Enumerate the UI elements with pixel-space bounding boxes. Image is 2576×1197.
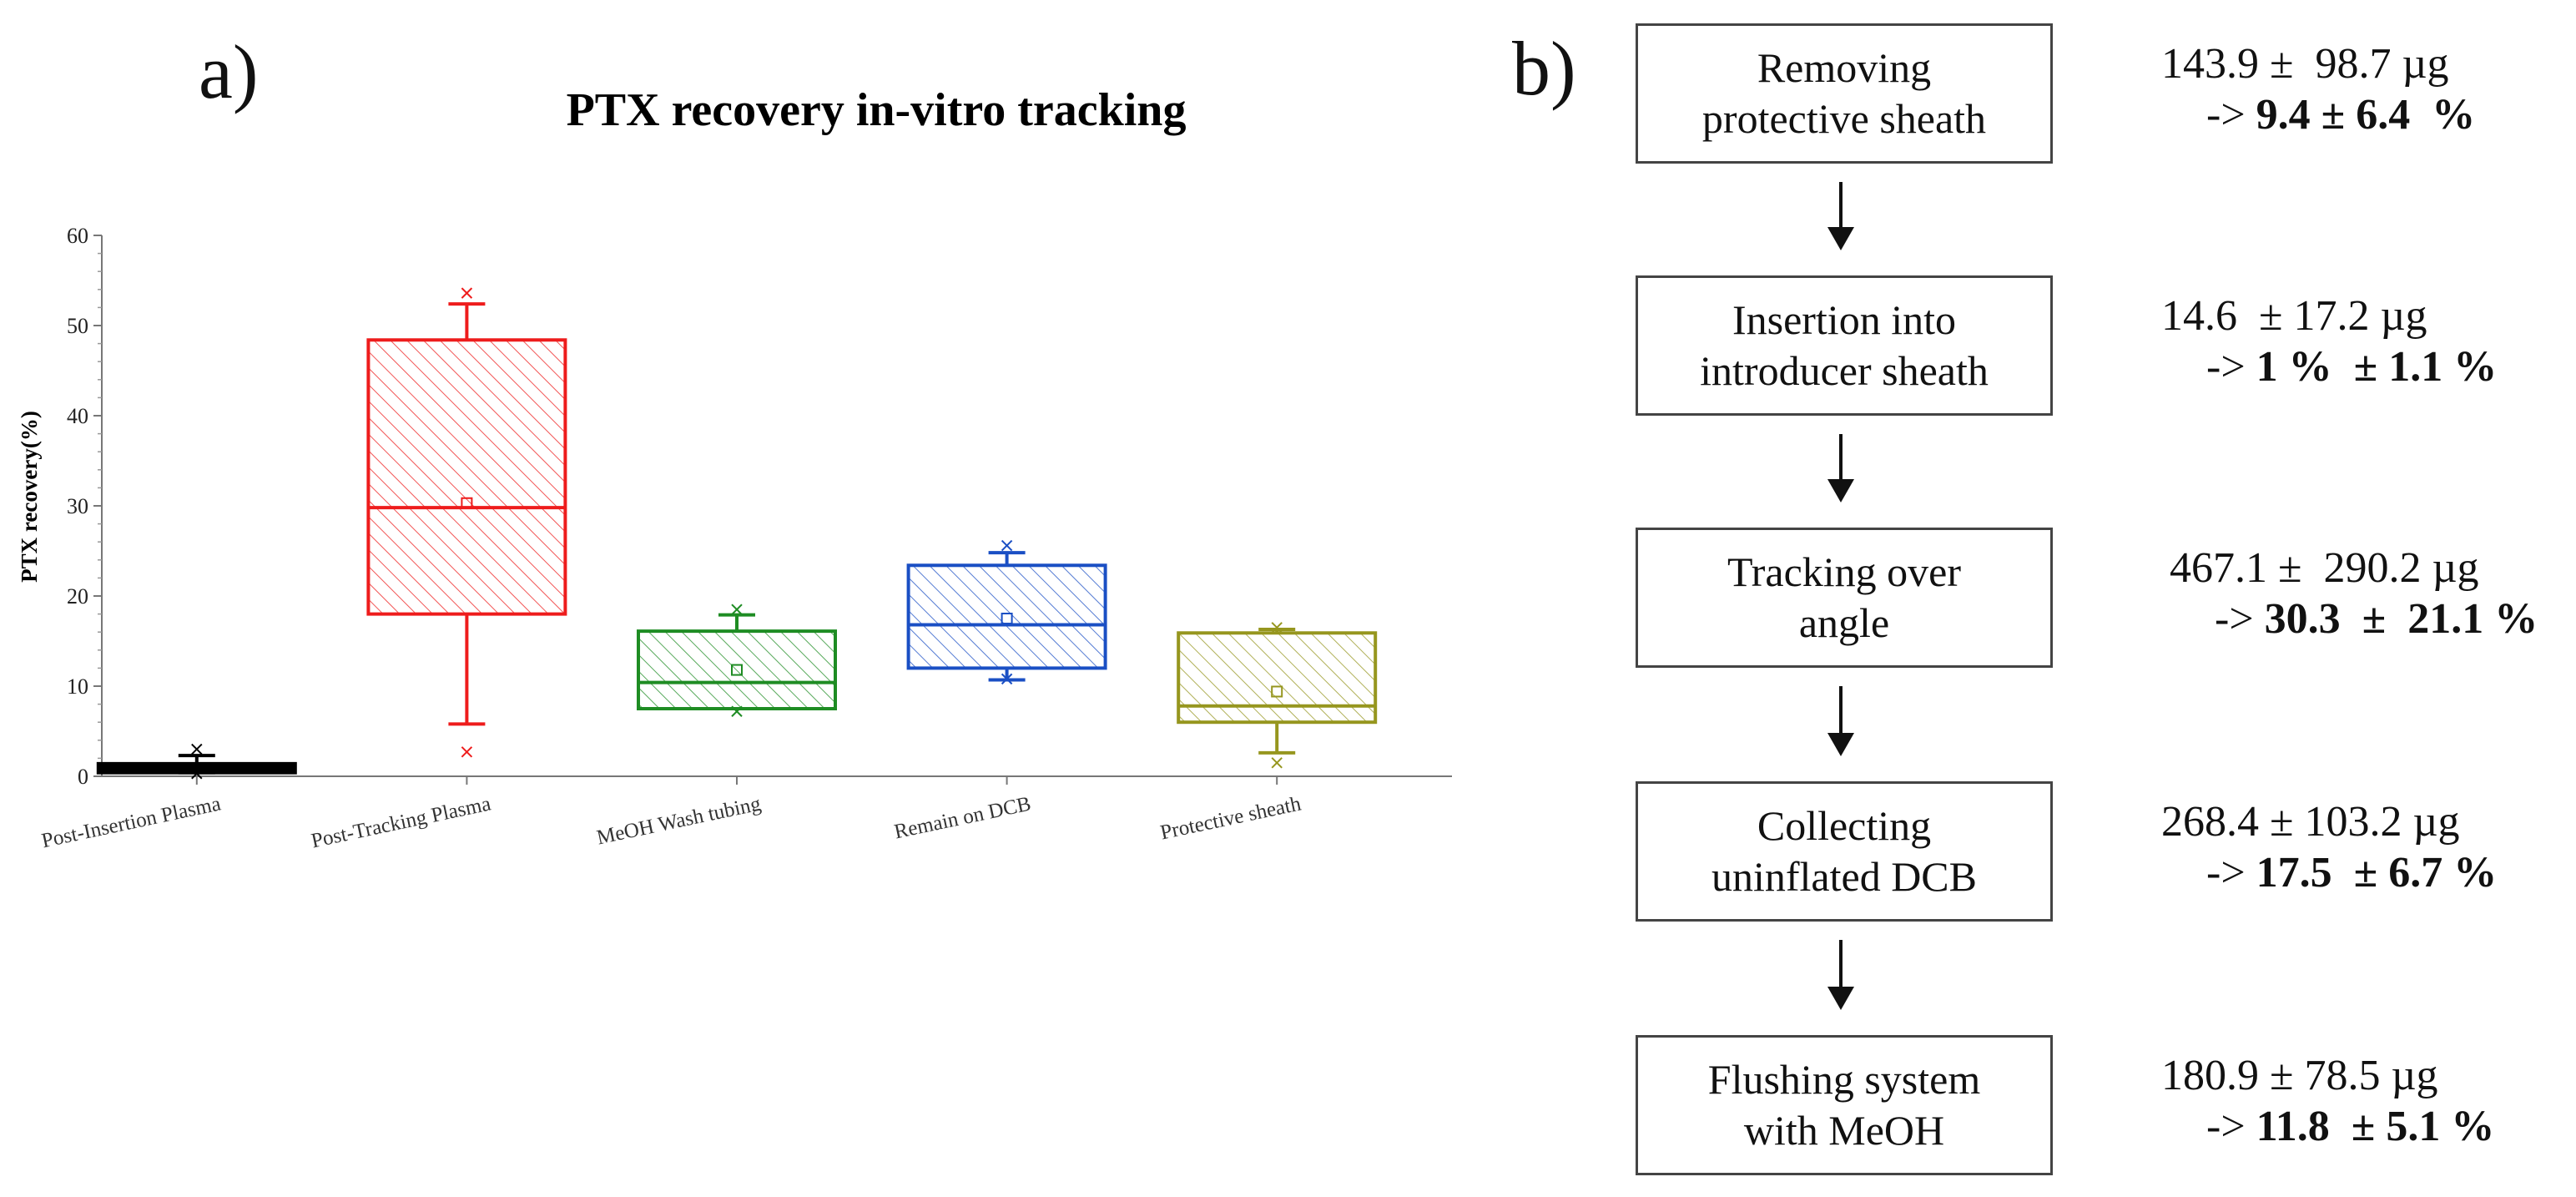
percent-value: 9.4 ± 6.4 % [2256, 91, 2476, 139]
box-post-insertion-plasma [96, 743, 297, 780]
box-plot-chart: PTX recovery in-vitro tracking PTX recov… [17, 84, 1452, 852]
flow-step-line1: Insertion into [1732, 296, 1956, 343]
mass-value: 143.9 ± 98.7 µg [2161, 40, 2449, 88]
percent-value: 30.3 ± 21.1 % [2264, 595, 2538, 644]
box-iqr [1177, 631, 1378, 725]
mass-value: 268.4 ± 103.2 µg [2161, 798, 2460, 846]
outlier-marker [1001, 539, 1013, 552]
box-post-tracking-plasma [366, 287, 567, 758]
outlier-marker [191, 768, 203, 780]
flow-step-stats: 143.9 ± 98.7 µg-> 9.4 ± 6.4 % [2161, 38, 2475, 141]
flow-step-line2: angle [1798, 599, 1890, 646]
percent-line: -> 17.5 ± 6.7 % [2161, 847, 2497, 898]
flow-step-line1: Removing [1757, 44, 1932, 91]
mass-value: 14.6 ± 17.2 µg [2161, 292, 2427, 340]
x-tick-label: MeOH Wash tubing [595, 792, 764, 849]
y-tick-label: 10 [67, 674, 88, 699]
y-tick-label: 20 [67, 584, 88, 609]
outlier-marker [461, 746, 473, 758]
mean-marker [461, 497, 473, 509]
outlier-marker [1001, 673, 1013, 685]
flow-step-line2: uninflated DCB [1711, 853, 1978, 900]
down-arrow-icon [1827, 434, 1854, 503]
percent-value: 1 % ± 1.1 % [2256, 343, 2498, 391]
flow-step-stats: 14.6 ± 17.2 µg-> 1 % ± 1.1 % [2161, 290, 2497, 393]
mass-value: 180.9 ± 78.5 µg [2161, 1052, 2438, 1099]
percent-line: -> 30.3 ± 21.1 % [2170, 593, 2538, 644]
percent-value: 11.8 ± 5.1 % [2256, 1103, 2495, 1151]
percent-line: -> 9.4 ± 6.4 % [2161, 89, 2475, 140]
outlier-marker [1271, 622, 1283, 634]
outlier-marker [731, 705, 743, 717]
box-protective-sheath [1177, 622, 1378, 769]
y-tick-label: 0 [78, 765, 88, 789]
mean-marker [1271, 685, 1283, 698]
down-arrow-icon [1827, 182, 1854, 250]
panel-a-label: a) [199, 29, 259, 114]
flow-step-line2: with MeOH [1743, 1107, 1945, 1154]
mass-value: 467.1 ± 290.2 µg [2170, 544, 2479, 592]
panel-b-label: b) [1512, 26, 1576, 111]
x-tick-label: Post-Insertion Plasma [39, 792, 223, 852]
percent-arrow: -> [2206, 91, 2256, 139]
percent-line: -> 1 % ± 1.1 % [2161, 341, 2497, 392]
chart-canvas: PTX recovery in-vitro tracking PTX recov… [17, 84, 1452, 852]
box-iqr [637, 629, 837, 710]
y-tick-label: 30 [67, 494, 88, 518]
box-iqr [366, 338, 567, 616]
outlier-marker [191, 743, 203, 755]
percent-line: -> 11.8 ± 5.1 % [2161, 1101, 2494, 1152]
percent-arrow: -> [2206, 849, 2256, 897]
outlier-marker [461, 287, 473, 299]
y-tick-label: 60 [67, 224, 88, 248]
x-tick-label: Post-Tracking Plasma [310, 792, 493, 852]
y-axis-label: PTX recovery(%) [17, 411, 42, 583]
mean-marker [1001, 613, 1013, 624]
box-remain-on-dcb [906, 539, 1107, 685]
flow-step-line2: introducer sheath [1700, 347, 1989, 394]
chart-title: PTX recovery in-vitro tracking [567, 84, 1187, 136]
flow-step-stats: 180.9 ± 78.5 µg-> 11.8 ± 5.1 % [2161, 1050, 2494, 1153]
percent-arrow: -> [2206, 343, 2256, 391]
down-arrow-icon [1827, 686, 1854, 756]
flow-step-stats: 268.4 ± 103.2 µg-> 17.5 ± 6.7 % [2161, 796, 2497, 899]
percent-value: 17.5 ± 6.7 % [2256, 849, 2498, 897]
percent-arrow: -> [2215, 595, 2265, 644]
down-arrow-icon [1827, 940, 1854, 1010]
flow-step-stats: 467.1 ± 290.2 µg-> 30.3 ± 21.1 % [2170, 543, 2538, 645]
flow-step-line2: protective sheath [1701, 95, 1987, 142]
flow-step-line1: Tracking over [1727, 548, 1962, 595]
percent-arrow: -> [2206, 1103, 2256, 1151]
flow-step-line1: Flushing system [1707, 1056, 1981, 1103]
outlier-marker [731, 604, 743, 615]
y-tick-label: 40 [67, 404, 88, 428]
flow-step-line1: Collecting [1757, 802, 1932, 849]
x-tick-label: Protective sheath [1158, 792, 1303, 844]
outlier-marker [1271, 757, 1283, 769]
box-meoh-wash-tubing [637, 604, 837, 717]
x-tick-label: Remain on DCB [892, 792, 1033, 843]
y-tick-label: 50 [67, 314, 88, 338]
box-iqr [906, 563, 1107, 670]
mean-marker [731, 664, 743, 676]
